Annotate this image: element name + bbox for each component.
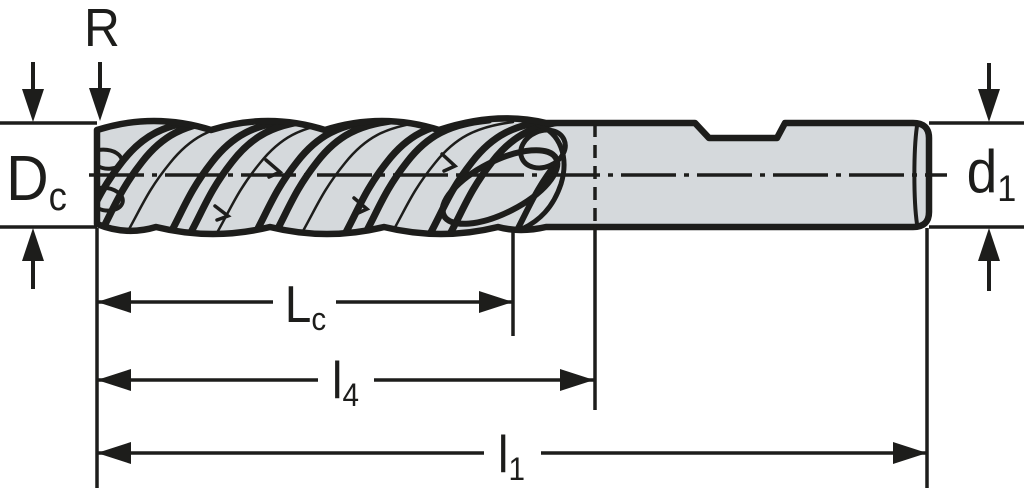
dimension-l1 — [97, 442, 927, 464]
corner-radius-arrow — [89, 62, 111, 121]
label-overall-length: l1 — [497, 426, 525, 487]
label-corner-radius: R — [84, 0, 120, 58]
end-face-teeth — [96, 147, 125, 213]
dimension-l4 — [97, 369, 594, 391]
label-length-l4: l4 — [331, 352, 359, 413]
shank-diameter-arrows — [978, 63, 1000, 291]
label-cutting-edge-length: Lc — [284, 276, 326, 337]
diameter-boundary-lines — [0, 121, 1024, 229]
tool-outline — [93, 115, 933, 238]
dimension-lc — [97, 291, 513, 313]
cutting-diameter-arrows — [22, 62, 44, 289]
label-cutting-diameter: Dc — [6, 142, 67, 219]
extension-lines — [95, 228, 929, 488]
label-shank-diameter: d1 — [966, 138, 1017, 209]
flute-runout-loops — [439, 121, 568, 232]
